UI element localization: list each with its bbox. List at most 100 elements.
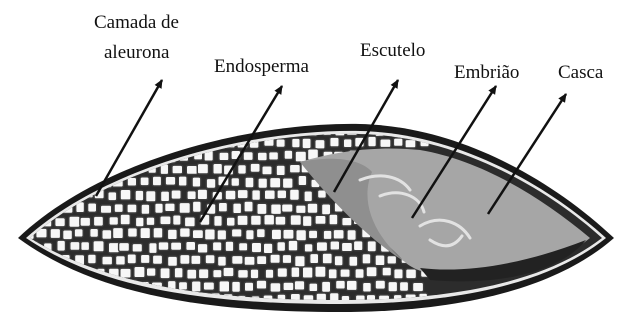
endosperm-cell	[37, 125, 46, 136]
endosperm-cell	[256, 280, 267, 289]
endosperm-cell	[158, 242, 169, 251]
endosperm-cell	[44, 295, 53, 305]
endosperm-cell	[94, 295, 103, 304]
endosperm-cell	[165, 127, 175, 136]
endosperm-cell	[304, 191, 313, 202]
endosperm-cell	[141, 124, 150, 135]
endosperm-cell	[198, 269, 209, 279]
endosperm-cell	[231, 229, 242, 238]
endosperm-cell	[380, 139, 391, 148]
endosperm-cell	[271, 204, 282, 215]
endosperm-cell	[294, 281, 305, 291]
endosperm-cell	[347, 230, 356, 241]
endosperm-cell	[213, 269, 222, 278]
endosperm-cell	[328, 269, 337, 279]
endosperm-cell	[127, 204, 137, 213]
endosperm-cell	[23, 177, 34, 187]
endosperm-cell	[291, 267, 300, 278]
endosperm-cell	[388, 281, 398, 292]
endosperm-cell	[413, 282, 424, 292]
embryo-label: Embrião	[454, 62, 519, 83]
endosperm-cell	[330, 241, 340, 250]
endosperm-cell	[220, 125, 230, 135]
endosperm-cell	[128, 151, 137, 161]
endosperm-cell	[36, 176, 45, 187]
endosperm-cell	[218, 202, 227, 212]
endosperm-cell	[149, 243, 158, 254]
endosperm-cell	[367, 241, 376, 252]
endosperm-cell	[238, 269, 249, 278]
endosperm-cell	[258, 178, 268, 189]
endosperm-cell	[191, 281, 201, 292]
endosperm-cell	[160, 216, 171, 225]
endosperm-cell	[225, 241, 234, 252]
endosperm-label: Endosperma	[214, 56, 310, 77]
endosperm-cell	[140, 227, 151, 238]
endosperm-cell	[322, 281, 331, 292]
endosperm-cell	[375, 255, 385, 266]
endosperm-cell	[68, 164, 79, 173]
endosperm-cell	[315, 266, 326, 277]
endosperm-cell	[184, 217, 195, 227]
endosperm-cell	[172, 140, 183, 150]
endosperm-cell	[353, 241, 363, 251]
endosperm-cell	[231, 126, 241, 136]
endosperm-cell	[283, 229, 294, 239]
endosperm-cell	[276, 139, 285, 148]
endosperm-cell	[343, 139, 352, 148]
endosperm-cell	[174, 267, 183, 278]
endosperm-cell	[159, 138, 170, 149]
endosperm-cell	[316, 242, 327, 252]
endosperm-cell	[362, 254, 371, 265]
endosperm-cell	[282, 204, 294, 213]
endosperm-cell	[75, 124, 85, 134]
endosperm-cell	[269, 152, 279, 161]
endosperm-cell	[31, 295, 41, 306]
endosperm-cell	[74, 229, 83, 238]
endosperm-cell	[57, 240, 66, 251]
endosperm-cell	[152, 255, 162, 265]
endosperm-cell	[99, 125, 110, 134]
endosperm-cell	[24, 151, 33, 161]
endosperm-cell	[302, 138, 311, 149]
endosperm-cell	[119, 242, 130, 251]
endosperm-cell	[393, 138, 403, 147]
endosperm-cell	[394, 269, 404, 279]
endosperm-cell	[243, 152, 253, 161]
endosperm-cell	[134, 266, 145, 277]
endosperm-cell	[42, 190, 52, 199]
endosperm-cell	[108, 192, 117, 201]
endosperm-cell	[160, 268, 170, 279]
endosperm-cell	[50, 124, 59, 135]
endosperm-cell	[223, 267, 234, 277]
endosperm-cell	[42, 269, 51, 278]
endosperm-cell	[100, 205, 111, 214]
endosperm-cell	[180, 254, 190, 264]
endosperm-cell	[80, 217, 91, 226]
endosperm-cell	[282, 254, 292, 263]
endosperm-cell	[120, 214, 130, 225]
endosperm-cell	[69, 295, 78, 304]
endosperm-cell	[108, 293, 118, 303]
endosperm-cell	[173, 215, 182, 226]
endosperm-cell	[257, 203, 267, 214]
endosperm-cell	[74, 177, 84, 188]
endosperm-cell	[88, 254, 97, 264]
endosperm-cell	[284, 150, 293, 159]
endosperm-cell	[382, 267, 392, 276]
endosperm-cell	[57, 164, 67, 175]
endosperm-cell	[219, 152, 229, 161]
endosperm-cell	[315, 215, 326, 224]
endosperm-cell	[37, 254, 46, 266]
endosperm-cell	[265, 269, 274, 278]
endosperm-cell	[42, 165, 52, 175]
endosperm-cell	[155, 203, 164, 213]
endosperm-cell	[270, 177, 281, 188]
endosperm-cell	[363, 282, 372, 292]
endosperm-cell	[23, 203, 32, 215]
endosperm-cell	[187, 191, 196, 200]
endosperm-cell	[56, 137, 66, 146]
endosperm-cell	[21, 280, 32, 289]
endosperm-cell	[37, 152, 47, 163]
endosperm-cell	[44, 138, 53, 147]
